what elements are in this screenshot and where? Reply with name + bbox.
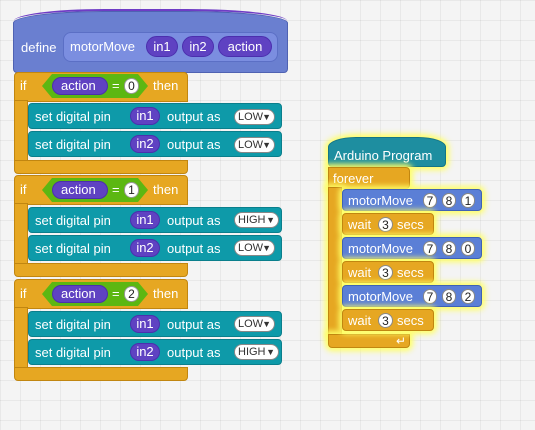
pin-reporter[interactable]: in2 [130, 135, 160, 153]
if-block-2-bottom [14, 263, 188, 277]
motor-move-label: motorMove [348, 193, 414, 208]
if-block-3-bottom [14, 367, 188, 381]
level-dropdown[interactable]: LOW▼ [234, 109, 275, 125]
forever-block-bottom [328, 334, 410, 348]
set-digital-pin-label: set digital pin [35, 137, 111, 152]
dropdown-arrow-icon: ▼ [266, 215, 275, 225]
output-as-label: output as [167, 241, 221, 256]
secs-label: secs [397, 217, 424, 232]
param-in1[interactable]: in1 [146, 36, 178, 57]
action-reporter[interactable] [52, 181, 108, 199]
pin-reporter[interactable]: in1 [130, 315, 160, 333]
if-label: if [20, 78, 27, 93]
if-block-2-arm [14, 203, 28, 265]
if-label: if [20, 182, 27, 197]
arduino-program-title: Arduino Program [334, 148, 433, 163]
arduino-program-hat[interactable] [328, 137, 446, 167]
define-hat-cap [14, 9, 287, 23]
arg-input[interactable]: 0 [461, 241, 475, 256]
output-as-label: output as [167, 213, 221, 228]
pin-reporter[interactable]: in1 [130, 211, 160, 229]
equals-sign: = [112, 182, 120, 197]
secs-label: secs [397, 313, 424, 328]
pin-reporter[interactable]: in1 [130, 107, 160, 125]
output-as-label: output as [167, 345, 221, 360]
equals-sign: = [112, 78, 120, 93]
pin-reporter[interactable]: in2 [130, 343, 160, 361]
wait-seconds-input[interactable]: 3 [378, 265, 393, 280]
output-as-label: output as [167, 109, 221, 124]
wait-label: wait [348, 265, 372, 280]
arg-input[interactable]: 8 [442, 193, 456, 208]
wait-seconds-input[interactable]: 3 [378, 217, 393, 232]
param-action[interactable]: action [218, 36, 272, 57]
equals-sign: = [112, 286, 120, 301]
then-label: then [153, 182, 179, 197]
custom-block-name: motorMove [70, 39, 136, 54]
if-block-1-bottom [14, 160, 188, 174]
forever-block-arm [328, 187, 342, 336]
arg-input[interactable]: 1 [461, 193, 475, 208]
define-keyword: define [21, 40, 57, 55]
set-digital-pin-label: set digital pin [35, 241, 111, 256]
wait-label: wait [348, 313, 372, 328]
dropdown-arrow-icon: ▼ [262, 319, 271, 329]
secs-label: secs [397, 265, 424, 280]
dropdown-arrow-icon: ▼ [262, 243, 271, 253]
level-dropdown[interactable]: LOW▼ [234, 137, 275, 153]
compare-value-input[interactable]: 0 [124, 78, 139, 94]
level-dropdown[interactable]: LOW▼ [234, 240, 275, 256]
action-reporter-label: action [61, 78, 96, 93]
level-dropdown[interactable]: LOW▼ [234, 316, 275, 332]
wait-seconds-input[interactable]: 3 [378, 313, 393, 328]
if-block-1-arm [14, 100, 28, 162]
if-block-3-arm [14, 307, 28, 369]
set-digital-pin-label: set digital pin [35, 213, 111, 228]
forever-block[interactable] [328, 167, 410, 189]
action-reporter[interactable] [52, 285, 108, 303]
level-dropdown[interactable]: HIGH▼ [234, 212, 279, 228]
arg-input[interactable]: 8 [442, 289, 456, 304]
arg-input[interactable]: 2 [461, 289, 475, 304]
output-as-label: output as [167, 137, 221, 152]
set-digital-pin-label: set digital pin [35, 109, 111, 124]
dropdown-arrow-icon: ▼ [266, 347, 275, 357]
dropdown-arrow-icon: ▼ [262, 140, 271, 150]
then-label: then [153, 286, 179, 301]
action-reporter[interactable] [52, 77, 108, 95]
arg-input[interactable]: 7 [423, 241, 437, 256]
set-digital-pin-label: set digital pin [35, 345, 111, 360]
forever-label: forever [333, 171, 374, 186]
action-reporter-label: action [61, 182, 96, 197]
pin-reporter[interactable]: in2 [130, 239, 160, 257]
arg-input[interactable]: 7 [423, 193, 437, 208]
action-reporter-label: action [61, 286, 96, 301]
output-as-label: output as [167, 317, 221, 332]
set-digital-pin-label: set digital pin [35, 317, 111, 332]
param-in2[interactable]: in2 [182, 36, 214, 57]
compare-value-input[interactable]: 1 [124, 182, 139, 198]
dropdown-arrow-icon: ▼ [262, 112, 271, 122]
level-dropdown[interactable]: HIGH▼ [234, 344, 279, 360]
motor-move-label: motorMove [348, 289, 414, 304]
arg-input[interactable]: 7 [423, 289, 437, 304]
if-label: if [20, 286, 27, 301]
compare-value-input[interactable]: 2 [124, 286, 139, 302]
then-label: then [153, 78, 179, 93]
arg-input[interactable]: 8 [442, 241, 456, 256]
loop-arrow-icon: ↵ [396, 334, 407, 348]
motor-move-label: motorMove [348, 241, 414, 256]
wait-label: wait [348, 217, 372, 232]
